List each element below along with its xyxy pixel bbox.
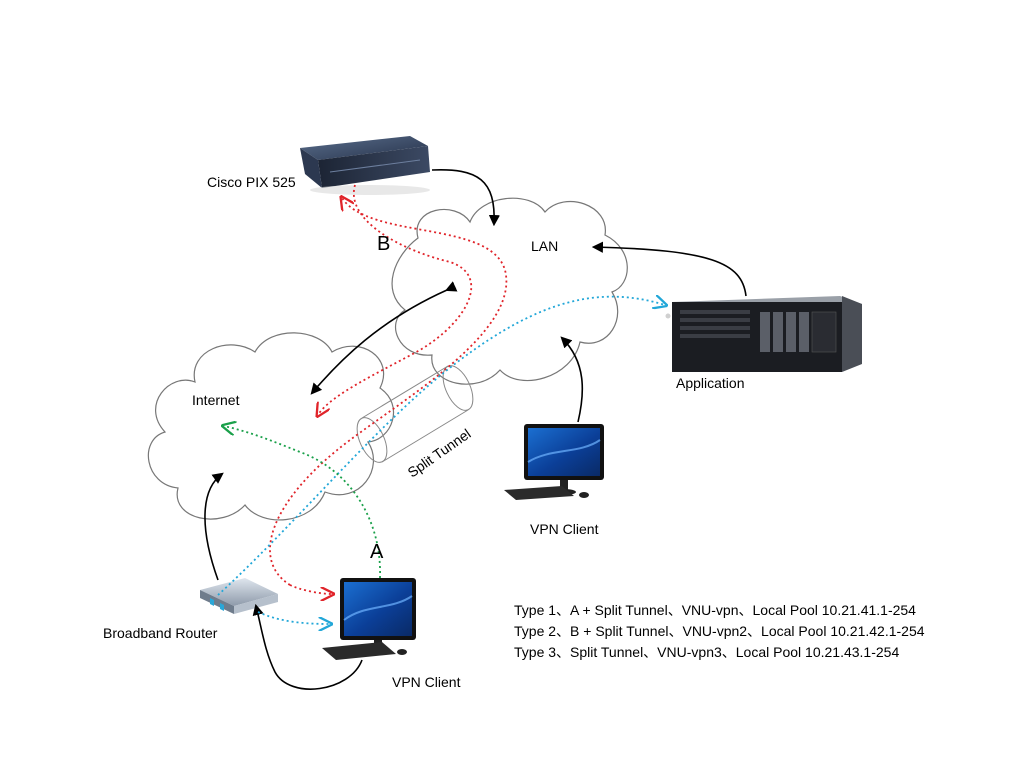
path-a-label: A: [370, 541, 384, 563]
pix-to-lan-connection: [431, 169, 500, 227]
vpn-client-bottom-label: VPN Client: [392, 674, 461, 690]
split-tunnel-route: [217, 297, 665, 624]
internet-label: Internet: [192, 392, 240, 408]
router-label: Broadband Router: [103, 625, 218, 641]
pix-label: Cisco PIX 525: [207, 174, 296, 190]
application-server: [665, 296, 862, 372]
connections: [204, 169, 747, 690]
lan-label: LAN: [531, 238, 558, 254]
vpn-client-center-label: VPN Client: [530, 521, 599, 537]
legend-type-1: Type 1、A + Split Tunnel、VNU-vpn、Local Po…: [514, 602, 916, 618]
broadband-router-device: [200, 578, 278, 614]
client-to-router-connection: [252, 603, 363, 690]
lan-cloud: [391, 197, 628, 385]
router-to-internet-connection: [204, 472, 224, 581]
split-tunnel-label: Split Tunnel: [405, 425, 474, 480]
cisco-pix-device: [300, 136, 430, 195]
path-b-label: B: [377, 233, 390, 255]
vpn-client-to-lan-connection: [560, 336, 584, 423]
vpn-client-center-computer: [504, 424, 604, 500]
legend-type-3: Type 3、Split Tunnel、VNU-vpn3、Local Pool …: [514, 644, 900, 660]
legend: Type 1、A + Split Tunnel、VNU-vpn、Local Po…: [514, 600, 925, 663]
vpn-client-bottom-computer: [322, 578, 416, 660]
path-a-route: [224, 426, 381, 579]
application-label: Application: [676, 375, 745, 391]
app-to-lan-connection: [591, 241, 747, 297]
lan-internet-connection: [310, 281, 458, 395]
legend-type-2: Type 2、B + Split Tunnel、VNU-vpn2、Local P…: [514, 623, 925, 639]
internet-cloud: [147, 332, 395, 521]
path-b-route: [269, 184, 508, 594]
